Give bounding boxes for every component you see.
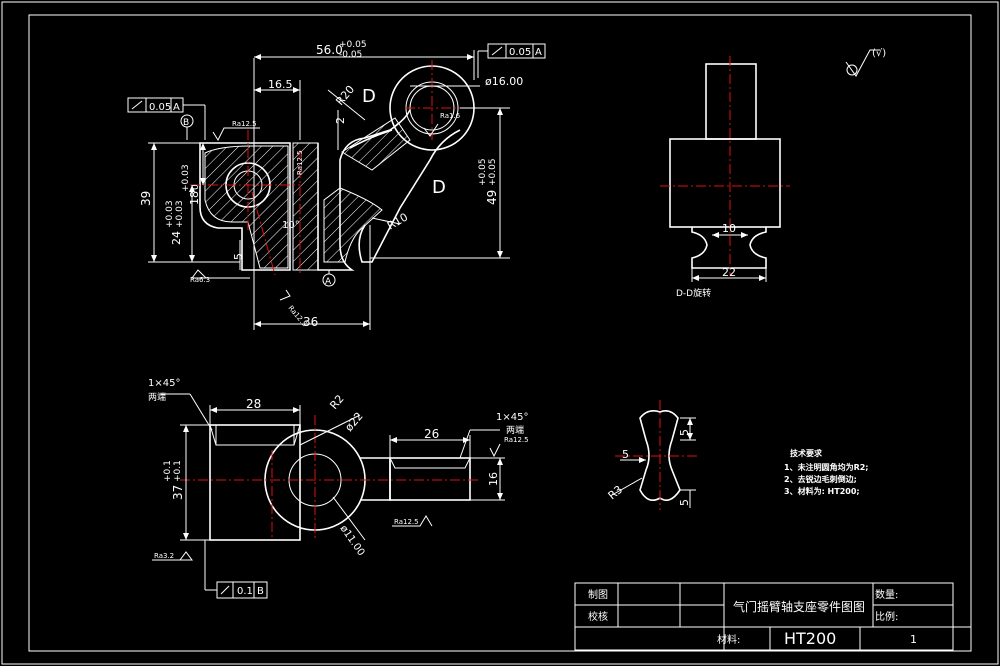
- checked-label: 校核: [588, 610, 608, 623]
- dim-37-tol-lower: +0.1: [173, 460, 183, 482]
- datum-a-label: A: [325, 277, 332, 287]
- tol-frame-right-datum: A: [535, 47, 542, 58]
- dim-18: 18: [188, 191, 201, 205]
- section-view-labels: 10 22 D-D旋转 (√): [676, 48, 886, 299]
- dim-49: 49: [485, 190, 499, 205]
- dim-d22: ø22: [342, 410, 365, 434]
- dim-r20: R20: [333, 83, 357, 108]
- title-block: 制图 校核 气门摇臂轴支座零件图图 数量: 比例: 材料: HT200 1: [574, 582, 971, 651]
- material-label: 材料:: [717, 633, 740, 646]
- tol-frame-left-value: 0.05: [149, 102, 171, 113]
- dim-16-5: 16.5: [268, 78, 293, 91]
- drawn-label: 制图: [588, 588, 608, 601]
- dim-37-tol-upper: +0.1: [163, 460, 173, 482]
- groove-dim-5b: 5: [622, 448, 629, 461]
- quantity-label: 数量:: [875, 588, 898, 601]
- tol-frame-left-datum: A: [173, 102, 180, 113]
- section-mark-d2: D: [432, 177, 446, 198]
- dim-r10: R10: [385, 211, 410, 233]
- tech-item-1: 1、未注明圆角均为R2;: [784, 462, 869, 472]
- dim-r2: R2: [327, 392, 346, 412]
- dim-10deg: 10°: [282, 220, 300, 231]
- dim-39: 39: [139, 191, 153, 206]
- datum-b-label: B: [183, 118, 189, 128]
- roughness-3-2: Ra3.2: [154, 552, 174, 560]
- material-value: HT200: [784, 629, 836, 648]
- dim-width: 56.0: [316, 43, 343, 57]
- roughness-12-5-right: Ra12.5: [504, 436, 529, 444]
- tol-frame-datum: B: [257, 586, 264, 597]
- roughness-6-3: Ra6.3: [190, 276, 210, 284]
- tech-item-3: 3、材料为: HT200;: [784, 486, 860, 496]
- groove-dim-5a: 5: [678, 429, 691, 436]
- dim-22: 22: [722, 266, 736, 279]
- dim-37: 37: [171, 485, 185, 500]
- chamfer-left-note: 两端: [148, 391, 166, 403]
- tech-item-2: 2、去锐边毛刺倒边;: [784, 474, 857, 484]
- front-view: [127, 43, 546, 330]
- chamfer-right: 1×45°: [496, 412, 528, 423]
- tol-frame-value: 0.1: [237, 586, 253, 597]
- section-view: [660, 49, 880, 282]
- dim-width-tol-upper: +0.05: [339, 40, 367, 50]
- dim-10: 10: [722, 222, 736, 235]
- roughness-hole: Ra1.6: [440, 112, 461, 120]
- chamfer-left: 1×45°: [148, 378, 180, 389]
- dim-18-tol-lower: 0: [191, 184, 201, 190]
- dim-d16: ø16.00: [485, 75, 523, 88]
- dim-49-tol-lower: +0.05: [488, 158, 498, 186]
- tech-requirements: 技术要求 1、未注明圆角均为R2; 2、去锐边毛刺倒边; 3、材料为: HT20…: [784, 448, 869, 496]
- scale-label: 比例:: [875, 610, 898, 623]
- groove-dim-r3: R3: [606, 483, 626, 502]
- dim-28: 28: [246, 397, 261, 411]
- dim-36: 36: [303, 315, 318, 329]
- chamfer-right-note: 两端: [506, 424, 524, 436]
- dim-26: 26: [424, 427, 439, 441]
- groove-section-labels: 5 5 5 R3: [606, 429, 691, 506]
- dim-16: 16: [487, 472, 500, 486]
- dim-49-tol-upper: +0.05: [478, 158, 488, 186]
- roughness-12-5-bottom: Ra12.5: [394, 518, 419, 526]
- roughness-note: (√): [872, 48, 886, 59]
- dim-24-tol-lower: +0.03: [175, 200, 185, 228]
- inner-frame: [28, 14, 972, 652]
- part-name: 气门摇臂轴支座零件图图: [733, 599, 865, 614]
- dim-width-tol-lower: -0.05: [339, 50, 362, 60]
- tech-title: 技术要求: [790, 448, 823, 458]
- groove-dim-5c: 5: [678, 499, 691, 506]
- dim-d11: ø11.00: [338, 523, 367, 558]
- dim-24: 24: [170, 231, 183, 245]
- top-view: [152, 393, 505, 599]
- tol-frame-right-value: 0.05: [509, 47, 531, 58]
- roughness-12-5c: Ra12.5: [296, 150, 304, 175]
- dim-18-tol-upper: +0.03: [181, 164, 191, 192]
- section-mark-d1: D: [362, 86, 376, 107]
- section-caption: D-D旋转: [676, 287, 711, 299]
- dim-5: 5: [232, 253, 245, 260]
- dim-24-tol-upper: +0.03: [165, 200, 175, 228]
- groove-section: [611, 400, 700, 510]
- scale-value: 1: [910, 633, 917, 646]
- dim-2: 2: [334, 117, 347, 124]
- roughness-12-5a: Ra12.5: [232, 120, 257, 128]
